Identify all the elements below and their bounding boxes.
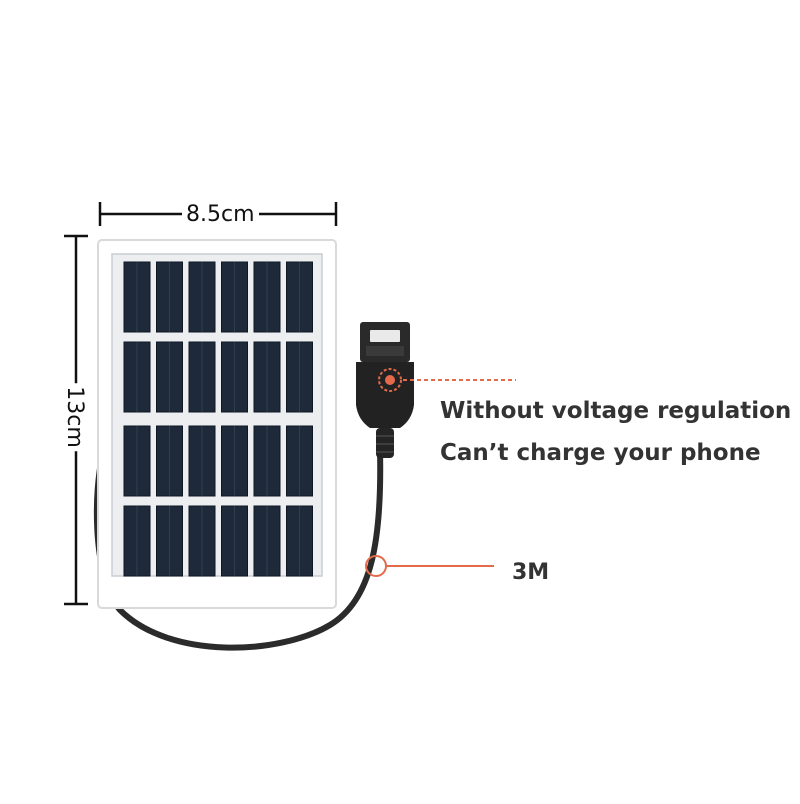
height-dimension-label: 13cm — [60, 383, 87, 451]
width-dimension-label: 8.5cm — [182, 202, 259, 228]
phone-charging-note: Can’t charge your phone — [440, 440, 761, 466]
solar-cells — [123, 261, 313, 577]
connector-callout-marker — [378, 368, 516, 392]
voltage-regulation-note: Without voltage regulation — [440, 398, 792, 424]
usb-connector — [356, 322, 414, 458]
cable-callout-marker — [365, 555, 494, 577]
cable-length-label: 3M — [512, 560, 550, 585]
